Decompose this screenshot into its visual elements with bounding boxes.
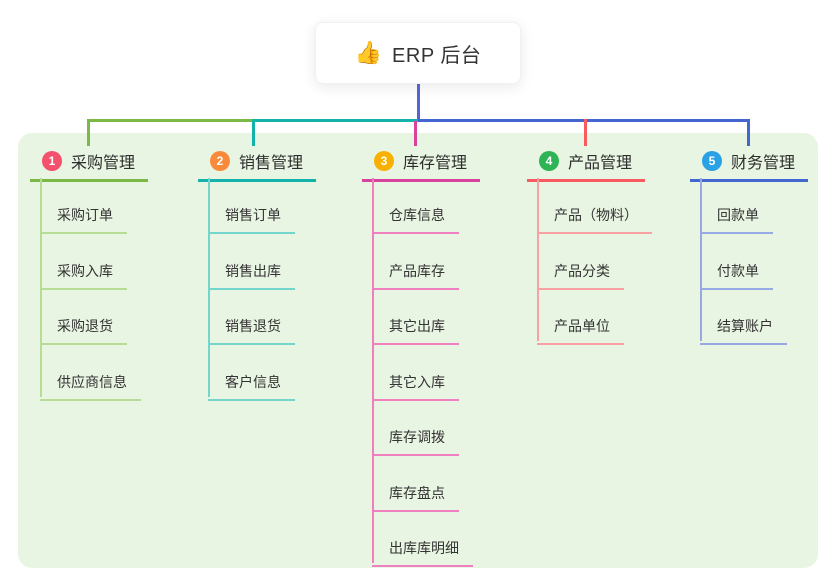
branch-number-badge: 3 (374, 151, 394, 171)
branch-number-badge: 4 (539, 151, 559, 171)
child-node[interactable]: 其它出库 (372, 316, 459, 345)
child-node[interactable]: 付款单 (700, 261, 773, 290)
branch-finance: 5 财务管理 回款单 付款单 结算账户 (690, 149, 839, 345)
root-node-label: ERP 后台 (392, 44, 482, 67)
child-node[interactable]: 库存盘点 (372, 483, 459, 512)
child-row: 付款单 (700, 234, 839, 290)
branch-head-sales[interactable]: 2 销售管理 (198, 149, 316, 182)
connector-h-purchase (87, 119, 253, 122)
branch-label: 采购管理 (71, 155, 136, 172)
child-row: 仓库信息 (372, 182, 532, 234)
child-node[interactable]: 销售出库 (208, 261, 295, 290)
branch-number-badge: 5 (702, 151, 722, 171)
branch-children: 销售订单 销售出库 销售退货 客户信息 (208, 182, 368, 401)
child-row: 产品（物料） (537, 182, 697, 234)
connector-drop-product (584, 119, 587, 146)
child-node[interactable]: 采购入库 (40, 261, 127, 290)
child-row: 销售订单 (208, 182, 368, 234)
child-row: 回款单 (700, 182, 839, 234)
child-node[interactable]: 结算账户 (700, 316, 787, 345)
child-node[interactable]: 产品分类 (537, 261, 624, 290)
branch-children: 回款单 付款单 结算账户 (700, 182, 839, 345)
root-node[interactable]: 👍 ERP 后台 (315, 22, 521, 84)
branch-label: 销售管理 (239, 155, 304, 172)
branch-label: 财务管理 (731, 155, 796, 172)
child-row: 库存盘点 (372, 456, 532, 512)
branch-sales: 2 销售管理 销售订单 销售出库 销售退货 客户信息 (198, 149, 368, 401)
branch-label: 库存管理 (403, 155, 468, 172)
branch-number-badge: 1 (42, 151, 62, 171)
child-node[interactable]: 仓库信息 (372, 205, 459, 234)
branch-inventory: 3 库存管理 仓库信息 产品库存 其它出库 其它入库 库存调拨 库存盘点 出库库… (362, 149, 532, 567)
branches-panel (18, 133, 818, 568)
child-node[interactable]: 客户信息 (208, 372, 295, 401)
child-row: 其它入库 (372, 345, 532, 401)
branch-children-connector (208, 178, 210, 397)
connector-root-drop (417, 84, 420, 120)
branch-label: 产品管理 (568, 155, 633, 172)
child-row: 供应商信息 (40, 345, 200, 401)
branch-head-inventory[interactable]: 3 库存管理 (362, 149, 480, 182)
child-row: 产品分类 (537, 234, 697, 290)
child-row: 客户信息 (208, 345, 368, 401)
child-row: 其它出库 (372, 290, 532, 345)
child-node[interactable]: 回款单 (700, 205, 773, 234)
child-node[interactable]: 其它入库 (372, 372, 459, 401)
child-node[interactable]: 产品单位 (537, 316, 624, 345)
branch-children-connector (537, 178, 539, 341)
branch-children: 仓库信息 产品库存 其它出库 其它入库 库存调拨 库存盘点 出库库明细 (372, 182, 532, 567)
branch-children-connector (40, 178, 42, 397)
connector-drop-finance (747, 119, 750, 146)
branch-children: 采购订单 采购入库 采购退货 供应商信息 (40, 182, 200, 401)
child-row: 销售出库 (208, 234, 368, 290)
child-node[interactable]: 采购退货 (40, 316, 127, 345)
child-node[interactable]: 产品（物料） (537, 205, 652, 234)
child-row: 出库库明细 (372, 512, 532, 567)
connector-h-sales (253, 119, 418, 122)
child-node[interactable]: 采购订单 (40, 205, 127, 234)
branch-product: 4 产品管理 产品（物料） 产品分类 产品单位 (527, 149, 697, 345)
branch-head-product[interactable]: 4 产品管理 (527, 149, 645, 182)
connector-drop-sales (252, 119, 255, 146)
branch-children-connector (372, 178, 374, 563)
child-node[interactable]: 产品库存 (372, 261, 459, 290)
child-node[interactable]: 供应商信息 (40, 372, 141, 401)
connector-drop-inventory (414, 121, 417, 146)
branch-head-finance[interactable]: 5 财务管理 (690, 149, 808, 182)
child-row: 采购订单 (40, 182, 200, 234)
thumbs-up-icon: 👍 (354, 40, 383, 65)
child-row: 产品单位 (537, 290, 697, 345)
child-row: 产品库存 (372, 234, 532, 290)
branch-purchase: 1 采购管理 采购订单 采购入库 采购退货 供应商信息 (30, 149, 200, 401)
connector-drop-purchase (87, 119, 90, 146)
child-node[interactable]: 出库库明细 (372, 538, 473, 567)
child-row: 销售退货 (208, 290, 368, 345)
branch-children: 产品（物料） 产品分类 产品单位 (537, 182, 697, 345)
child-row: 采购入库 (40, 234, 200, 290)
child-row: 库存调拨 (372, 401, 532, 456)
child-row: 采购退货 (40, 290, 200, 345)
child-node[interactable]: 销售退货 (208, 316, 295, 345)
branch-children-connector (700, 178, 702, 341)
branch-head-purchase[interactable]: 1 采购管理 (30, 149, 148, 182)
child-node[interactable]: 库存调拨 (372, 427, 459, 456)
child-row: 结算账户 (700, 290, 839, 345)
child-node[interactable]: 销售订单 (208, 205, 295, 234)
branch-number-badge: 2 (210, 151, 230, 171)
